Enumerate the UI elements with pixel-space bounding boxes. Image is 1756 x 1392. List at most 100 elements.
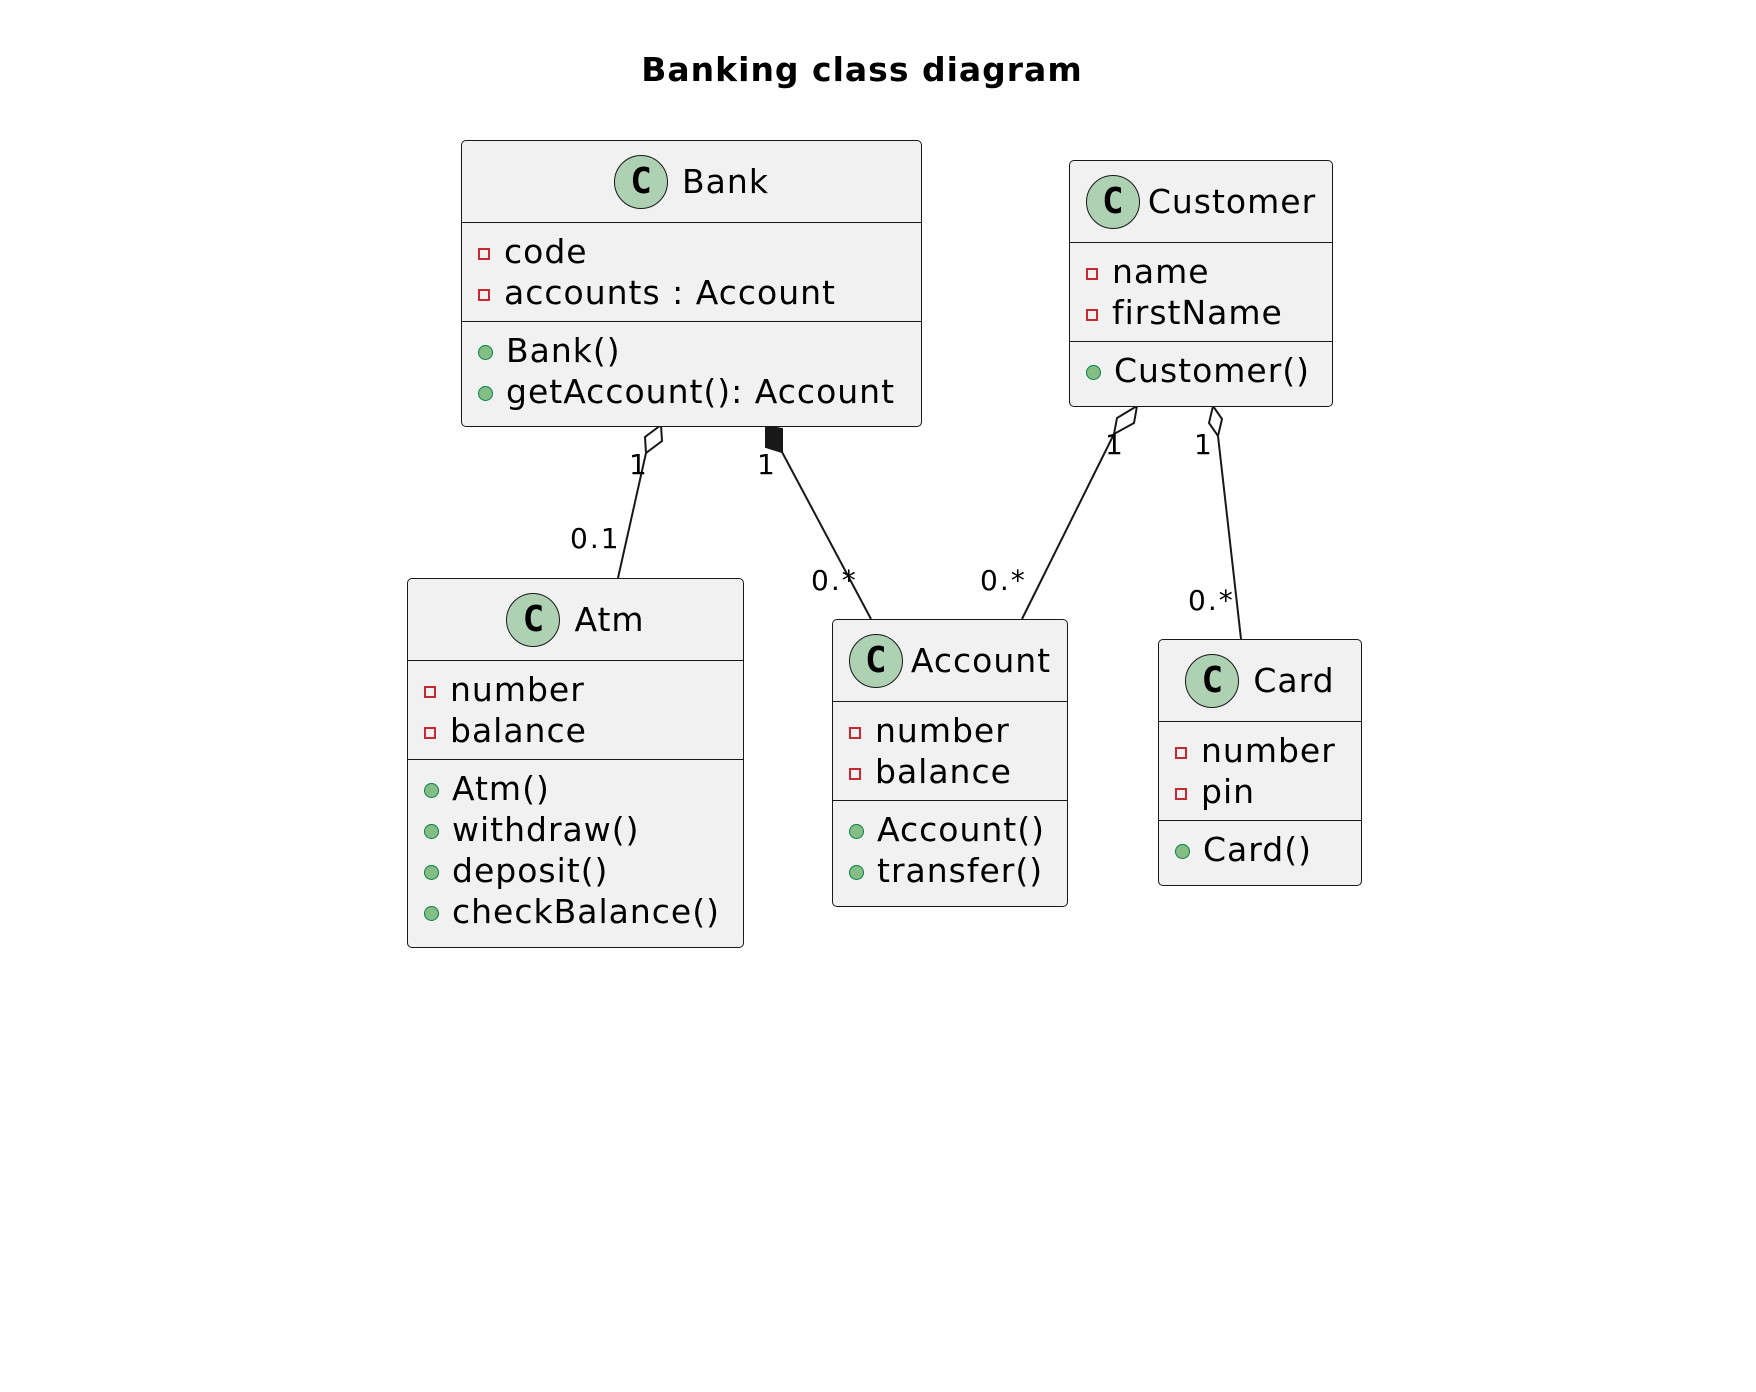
attribute: accounts : Account <box>478 272 921 313</box>
method: Bank() <box>478 330 921 371</box>
attribute: pin <box>1175 771 1361 812</box>
method-text: getAccount(): Account <box>506 372 896 411</box>
method: withdraw() <box>424 809 743 850</box>
attribute: balance <box>849 751 1067 792</box>
diagram-title: Banking class diagram <box>641 50 1083 89</box>
attribute: name <box>1086 251 1332 292</box>
method: Account() <box>849 809 1067 850</box>
methods-section: Customer() <box>1070 342 1332 399</box>
bank-account-link <box>781 451 872 620</box>
class-name: Card <box>1253 661 1335 700</box>
class-name: Customer <box>1147 182 1317 221</box>
attribute-text: name <box>1112 252 1210 291</box>
method: Customer() <box>1086 350 1332 391</box>
class-card[interactable]: C Card number pin Card() <box>1158 639 1362 886</box>
attributes-section: name firstName <box>1070 243 1332 342</box>
method-text: deposit() <box>452 851 609 890</box>
aggregation-diamond <box>1207 403 1224 439</box>
public-marker-icon <box>478 345 493 360</box>
attribute: number <box>1175 730 1361 771</box>
attributes-section: code accounts : Account <box>462 223 921 322</box>
attribute: number <box>424 669 743 710</box>
class-name: Bank <box>682 162 769 201</box>
public-marker-icon <box>1086 365 1101 380</box>
customer-account-link <box>1021 433 1115 620</box>
method: checkBalance() <box>424 891 743 932</box>
private-marker-icon <box>478 288 490 301</box>
class-c-icon: C <box>1185 653 1240 708</box>
multiplicity-label: 1 <box>757 448 777 481</box>
public-marker-icon <box>1175 844 1190 859</box>
class-c-icon: C <box>614 154 669 209</box>
class-atm[interactable]: C Atm number balance Atm() withdraw() de… <box>407 578 744 948</box>
class-customer[interactable]: C Customer name firstName Customer() <box>1069 160 1333 407</box>
method-text: Atm() <box>452 769 550 808</box>
private-marker-icon <box>849 726 861 739</box>
multiplicity-label: 0.* <box>1188 584 1235 617</box>
multiplicity-label: 1 <box>1194 428 1214 461</box>
class-c-icon: C <box>506 592 561 647</box>
multiplicity-label: 1 <box>629 448 649 481</box>
private-marker-icon <box>1086 267 1098 280</box>
method-text: Account() <box>877 810 1045 849</box>
private-marker-icon <box>478 247 490 260</box>
attribute-text: number <box>875 711 1010 750</box>
class-header: C Account <box>833 620 1067 702</box>
private-marker-icon <box>1175 787 1187 800</box>
attribute: firstName <box>1086 292 1332 333</box>
class-header: C Customer <box>1070 161 1332 243</box>
class-bank[interactable]: C Bank code accounts : Account Bank() ge… <box>461 140 922 427</box>
method-text: checkBalance() <box>452 892 720 931</box>
method-text: Bank() <box>506 331 621 370</box>
aggregation-diamond <box>1112 404 1139 436</box>
attribute-text: number <box>1201 731 1336 770</box>
private-marker-icon <box>1086 308 1098 321</box>
class-account[interactable]: C Account number balance Account() trans… <box>832 619 1068 907</box>
private-marker-icon <box>424 685 436 698</box>
public-marker-icon <box>424 783 439 798</box>
attributes-section: number pin <box>1159 722 1361 821</box>
methods-section: Card() <box>1159 821 1361 878</box>
attribute-text: accounts : Account <box>504 273 836 312</box>
method: Card() <box>1175 829 1361 870</box>
method-text: Card() <box>1203 830 1312 869</box>
multiplicity-label: 0.* <box>811 564 858 597</box>
public-marker-icon <box>424 906 439 921</box>
private-marker-icon <box>1175 746 1187 759</box>
customer-card-link <box>1217 435 1242 640</box>
class-header: C Atm <box>408 579 743 661</box>
methods-section: Bank() getAccount(): Account <box>462 322 921 420</box>
attribute-text: number <box>450 670 585 709</box>
methods-section: Account() transfer() <box>833 801 1067 899</box>
bank-atm-link <box>617 452 647 579</box>
public-marker-icon <box>424 824 439 839</box>
public-marker-icon <box>849 824 864 839</box>
multiplicity-label: 0.1 <box>570 522 621 555</box>
class-name: Account <box>910 641 1052 680</box>
attributes-section: number balance <box>833 702 1067 801</box>
methods-section: Atm() withdraw() deposit() checkBalance(… <box>408 760 743 940</box>
class-name: Atm <box>574 600 645 639</box>
method: transfer() <box>849 850 1067 891</box>
attribute-text: firstName <box>1112 293 1283 332</box>
composition-diamond <box>765 424 783 454</box>
multiplicity-label: 0.* <box>980 564 1027 597</box>
attribute: number <box>849 710 1067 751</box>
method-text: withdraw() <box>452 810 640 849</box>
public-marker-icon <box>424 865 439 880</box>
attribute: balance <box>424 710 743 751</box>
multiplicity-label: 1 <box>1105 428 1125 461</box>
method: deposit() <box>424 850 743 891</box>
private-marker-icon <box>849 767 861 780</box>
method: Atm() <box>424 768 743 809</box>
class-c-icon: C <box>848 633 903 688</box>
class-c-icon: C <box>1085 174 1140 229</box>
method-text: transfer() <box>877 851 1044 890</box>
attributes-section: number balance <box>408 661 743 760</box>
method: getAccount(): Account <box>478 371 921 412</box>
attribute-text: balance <box>875 752 1012 791</box>
private-marker-icon <box>424 726 436 739</box>
method-text: Customer() <box>1114 351 1311 390</box>
attribute: code <box>478 231 921 272</box>
